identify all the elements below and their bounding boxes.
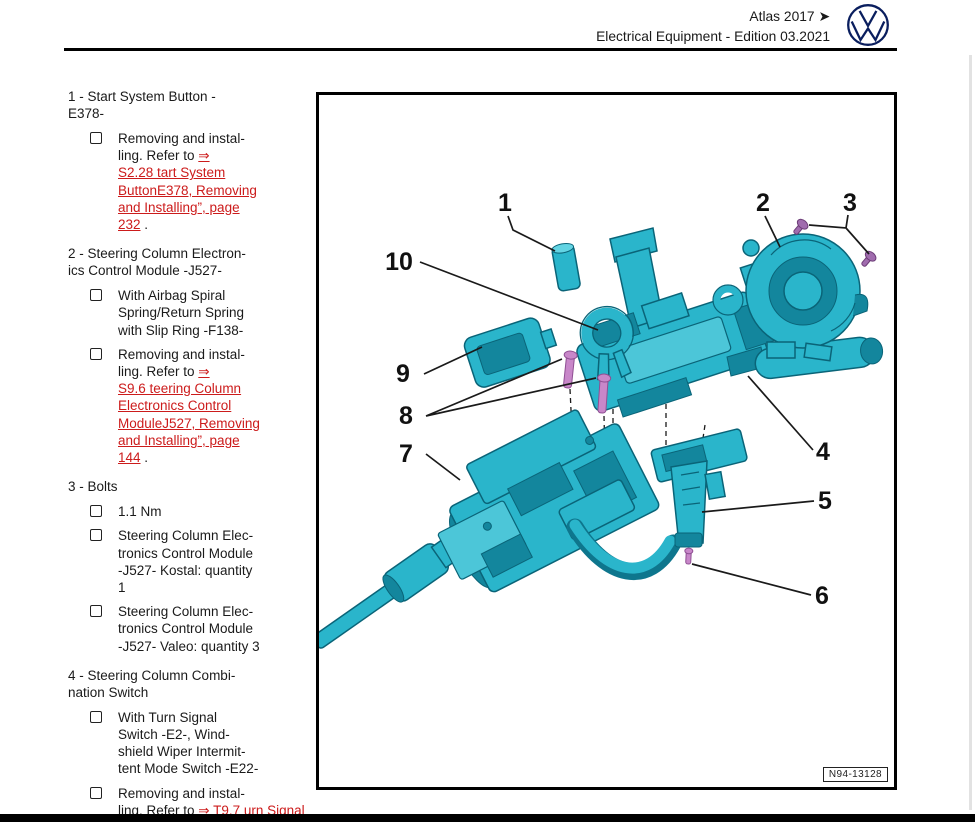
bullet-text: Removing and instal- ling. Refer to ⇒ S2…: [118, 130, 325, 233]
bullet-pre-text: 1.1 Nm: [118, 504, 162, 520]
page-right-edge: [969, 55, 972, 810]
square-bullet-icon: [90, 347, 102, 360]
lock-bracket: [650, 428, 748, 548]
part-title-1: 1 - Start System Button - E378-: [68, 89, 216, 121]
clock-spring: [739, 233, 869, 362]
start-button: [551, 242, 581, 292]
callout-label-10: 10: [385, 248, 413, 276]
callout-label-7: 7: [399, 440, 413, 468]
legend-bullet: 1.1 Nm: [90, 503, 328, 520]
bolt-8b: [597, 373, 612, 414]
page-bottom-edge: [0, 814, 975, 822]
part-title-2: 2 - Steering Column Electron- ics Contro…: [68, 246, 246, 279]
steering-column-diagram: 1 2 3 10 9 8 7 4 5 6: [319, 189, 884, 649]
page-header: Atlas 2017 ➤ Electrical Equipment - Edit…: [596, 7, 830, 47]
legend-bullet: Removing and instal- ling. Refer to ⇒ S2…: [90, 130, 328, 233]
square-bullet-icon: [90, 505, 102, 518]
legend-bullet: With Airbag Spiral Spring/Return Spring …: [90, 287, 328, 339]
screw-6: [684, 547, 694, 565]
clamp-ring: [579, 305, 634, 381]
vw-logo-icon: [847, 4, 889, 46]
callout-label-9: 9: [396, 360, 410, 388]
figure-number-box: N94-13128: [822, 767, 888, 782]
bullet-text: 1.1 Nm: [118, 503, 325, 520]
legend-item-1: 1 - Start System Button - E378- Removing…: [68, 88, 328, 233]
callout-label-6: 6: [815, 582, 829, 610]
square-bullet-icon: [90, 786, 102, 799]
bullet-text: Removing and instal- ling. Refer to ⇒ S9…: [118, 346, 325, 466]
callout-label-4: 4: [816, 438, 830, 466]
square-bullet-icon: [90, 132, 102, 144]
bullet-post-text: .: [140, 217, 149, 233]
callout-label-2: 2: [756, 189, 770, 217]
bullet-pre-text: Steering Column Elec- tronics Control Mo…: [118, 528, 254, 596]
diagram-frame: 1 2 3 10 9 8 7 4 5 6 N94-13128: [316, 92, 897, 790]
bullet-pre-text: Removing and instal- ling. Refer to: [118, 131, 245, 164]
bullet-text: Steering Column Elec- tronics Control Mo…: [118, 603, 325, 655]
control-module: [463, 317, 558, 388]
legend-item-3: 3 - Bolts 1.1 Nm Steering Column Elec- t…: [68, 478, 328, 655]
bullet-pre-text: With Turn Signal Switch -E2-, Wind- shie…: [118, 709, 259, 777]
bullet-text: With Turn Signal Switch -E2-, Wind- shie…: [118, 709, 325, 778]
legend-item-2: 2 - Steering Column Electron- ics Contro…: [68, 245, 328, 466]
header-model-line: Atlas 2017 ➤: [749, 9, 830, 24]
screw-3a: [793, 218, 809, 235]
legend-bullet: Steering Column Elec- tronics Control Mo…: [90, 527, 328, 596]
square-bullet-icon: [90, 529, 102, 542]
legend-item-4: 4 - Steering Column Combi- nation Switch…: [68, 667, 328, 822]
header-rule: [64, 48, 897, 51]
callout-label-5: 5: [818, 487, 832, 515]
square-bullet-icon: [90, 289, 102, 302]
callout-label-8: 8: [399, 402, 413, 430]
legend-bullet: With Turn Signal Switch -E2-, Wind- shie…: [90, 709, 328, 778]
column-lever: [566, 518, 682, 580]
reference-link[interactable]: ⇒ S9.6 teering Column Electronics Contro…: [118, 364, 260, 466]
square-bullet-icon: [90, 710, 102, 723]
bullet-pre-text: Steering Column Elec- tronics Control Mo…: [118, 604, 260, 654]
parts-legend: 1 - Start System Button - E378- Removing…: [68, 88, 328, 822]
reference-link[interactable]: ⇒ S2.28 tart System ButtonE378, Removing…: [118, 148, 257, 233]
callout-label-1: 1: [498, 189, 512, 217]
part-title-3: 3 - Bolts: [68, 479, 118, 495]
bullet-post-text: .: [140, 450, 149, 466]
square-bullet-icon: [90, 605, 102, 618]
callout-lines: [419, 214, 870, 596]
bullet-pre-text: With Airbag Spiral Spring/Return Spring …: [118, 288, 245, 338]
bolt-8a: [563, 350, 578, 389]
legend-bullet: Steering Column Elec- tronics Control Mo…: [90, 603, 328, 655]
bullet-text: Steering Column Elec- tronics Control Mo…: [118, 527, 325, 596]
combination-switch: [576, 227, 884, 418]
header-edition-line: Electrical Equipment - Edition 03.2021: [596, 29, 830, 44]
part-title-4: 4 - Steering Column Combi- nation Switch: [68, 667, 236, 700]
legend-bullet: Removing and instal- ling. Refer to ⇒ S9…: [90, 346, 328, 466]
bullet-pre-text: Removing and instal- ling. Refer to: [118, 346, 245, 380]
callout-label-3: 3: [843, 189, 857, 217]
bullet-text: With Airbag Spiral Spring/Return Spring …: [118, 287, 325, 339]
